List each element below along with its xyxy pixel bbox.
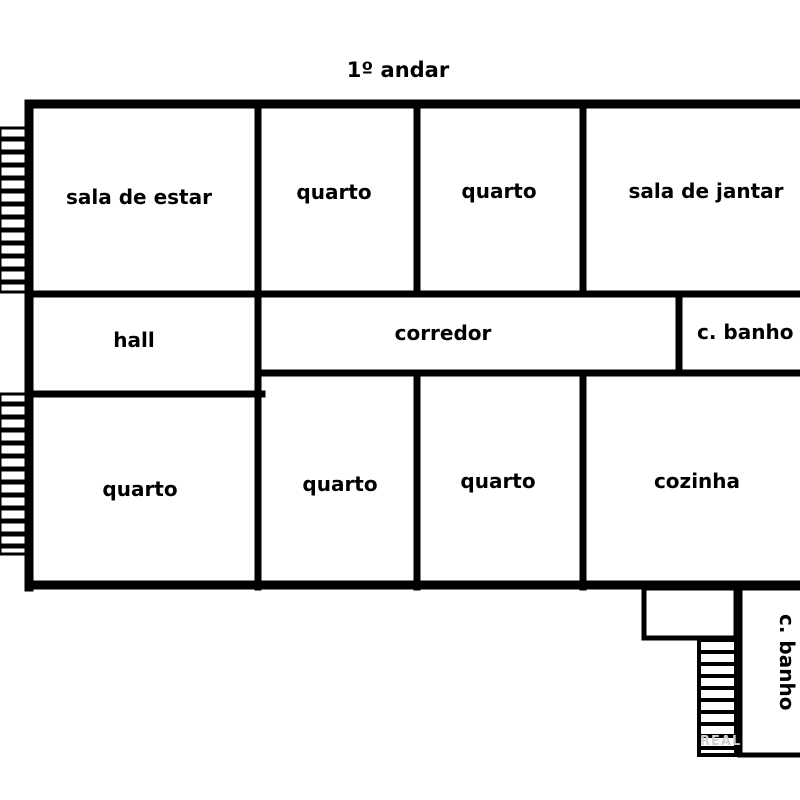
watermark: REAL (700, 734, 741, 749)
room-hall: hall (113, 328, 154, 352)
room-sala-de-estar: sala de estar (66, 185, 212, 209)
walls (24, 99, 800, 592)
annex-bathroom (737, 585, 800, 758)
room-sala-de-jantar: sala de jantar (628, 179, 783, 203)
room-c-banho-annex: c. banho (775, 614, 799, 710)
room-quarto-bottom-2: quarto (460, 469, 535, 493)
room-quarto-bottom-1: quarto (302, 472, 377, 496)
stairs-left-lower (0, 392, 28, 556)
annex (641, 585, 800, 758)
room-corredor: corredor (395, 321, 492, 345)
room-c-banho-main: c. banho (697, 320, 793, 344)
room-quarto-top-1: quarto (296, 180, 371, 204)
room-cozinha: cozinha (654, 469, 740, 493)
floor-title: 1º andar (347, 58, 450, 82)
stairs-annex (697, 638, 738, 757)
room-quarto-top-2: quarto (461, 179, 536, 203)
annex-small-room (641, 585, 739, 641)
stairs-left-upper (0, 126, 28, 294)
room-quarto-bottom-left: quarto (102, 477, 177, 501)
